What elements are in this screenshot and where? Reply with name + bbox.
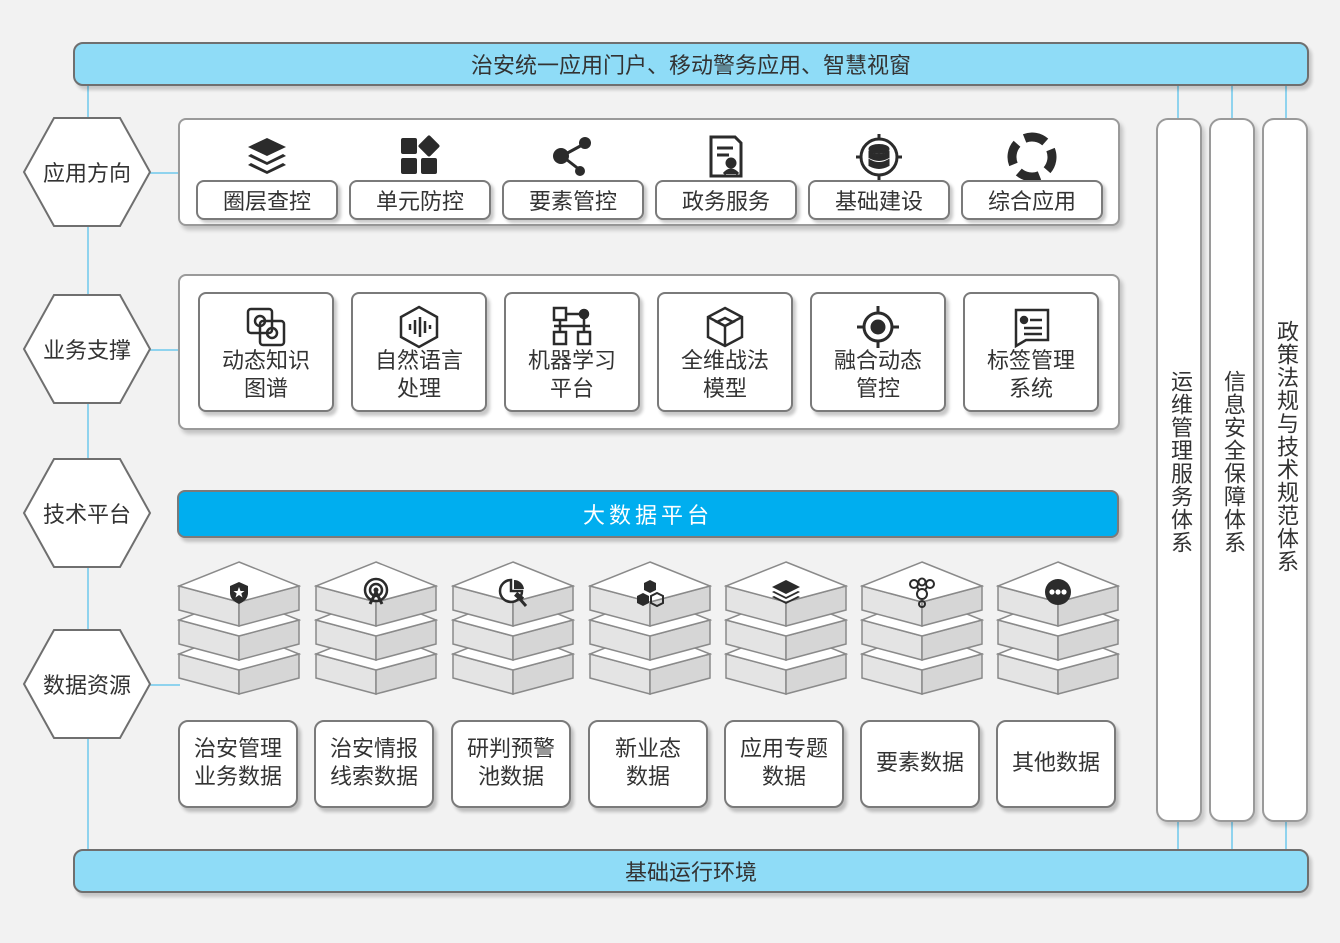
database-target-icon	[854, 132, 904, 182]
app-item-gov-service[interactable]: 政务服务	[655, 124, 797, 224]
data-stack-graphic	[176, 561, 302, 695]
data-stack-graphic	[313, 561, 439, 695]
business-support-panel: 动态知识 图谱 自然语言 处理 机器学习 平台 全维战法 模型 融合动态 管控 …	[178, 274, 1120, 430]
support-label: 融合动态 管控	[833, 349, 922, 402]
data-card-element[interactable]: 要素数据	[860, 720, 980, 808]
data-card-warning-pool[interactable]: 研判预警 池数据	[451, 720, 571, 808]
side-column-ops: 运维管理服务体系	[1156, 118, 1202, 822]
support-label: 标签管理 系统	[986, 349, 1075, 402]
hex-tech-platform: 技术平台	[22, 457, 152, 569]
app-label: 单元防控	[349, 180, 491, 220]
support-card-tactics-model[interactable]: 全维战法 模型	[657, 292, 793, 412]
nodes-icon	[548, 132, 598, 182]
stack-layer	[313, 561, 439, 627]
data-card-topic[interactable]: 应用专题 数据	[724, 720, 844, 808]
voice-wave-icon	[396, 304, 442, 350]
app-direction-panel: 圈层查控 单元防控 要素管控 政务服务 基础建设 综合应用	[178, 118, 1120, 226]
support-card-knowledge-graph[interactable]: 动态知识 图谱	[198, 292, 334, 412]
side-column-policy: 政策法规与技术规范体系	[1262, 118, 1308, 822]
app-item-circle-control[interactable]: 圈层查控	[196, 124, 338, 224]
stack-icon	[772, 580, 800, 604]
app-item-integrated-app[interactable]: 综合应用	[961, 124, 1103, 224]
lifebuoy-icon	[1007, 132, 1057, 182]
data-stack	[176, 560, 302, 710]
side-column-ops-label: 运维管理服务体系	[1167, 370, 1192, 554]
hex-link-data	[150, 684, 180, 686]
grid-blocks-icon	[395, 132, 445, 182]
hex-link-app	[150, 172, 180, 174]
molecule-icon	[909, 577, 935, 608]
data-card-public-security[interactable]: 治安管理 业务数据	[178, 720, 298, 808]
data-stack-graphic	[450, 561, 576, 695]
app-label: 政务服务	[655, 180, 797, 220]
hex-tech-label: 技术平台	[42, 503, 131, 528]
data-stack-graphic	[995, 561, 1121, 695]
tag-list-icon	[1008, 304, 1054, 350]
document-person-icon	[701, 132, 751, 182]
stack-layer	[450, 561, 576, 627]
side-column-policy-label: 政策法规与技术规范体系	[1273, 320, 1298, 573]
data-stack	[995, 560, 1121, 710]
app-label: 圈层查控	[196, 180, 338, 220]
data-stack	[450, 560, 576, 710]
pie-hammer-icon	[498, 578, 528, 607]
knowledge-graph-icon	[243, 304, 289, 350]
data-stack-graphic	[723, 561, 849, 695]
app-label: 要素管控	[502, 180, 644, 220]
hex-business-support: 业务支撑	[22, 293, 152, 405]
hex-link-support	[150, 349, 180, 351]
hex-app-label: 应用方向	[42, 162, 131, 187]
shield-star-icon	[230, 582, 248, 604]
side-column-security: 信息安全保障体系	[1209, 118, 1255, 822]
support-card-ml-platform[interactable]: 机器学习 平台	[504, 292, 640, 412]
app-item-infrastructure[interactable]: 基础建设	[808, 124, 950, 224]
side-column-security-label: 信息安全保障体系	[1220, 370, 1245, 554]
hex-data-label: 数据资源	[42, 674, 131, 699]
app-item-unit-control[interactable]: 单元防控	[349, 124, 491, 224]
hex-data-resource: 数据资源	[22, 628, 152, 740]
hexagons-icon	[637, 580, 664, 608]
crosshair-icon	[855, 304, 901, 350]
cube-icon	[702, 304, 748, 350]
data-card-other[interactable]: 其他数据	[996, 720, 1116, 808]
data-stack-graphic	[859, 561, 985, 695]
bottom-runtime-bar: 基础运行环境	[73, 849, 1309, 893]
support-label: 机器学习 平台	[527, 349, 616, 402]
app-label: 基础建设	[808, 180, 950, 220]
data-stack	[313, 560, 439, 710]
data-stack	[859, 560, 985, 710]
data-card-new-business[interactable]: 新业态 数据	[588, 720, 708, 808]
hex-app-direction: 应用方向	[22, 116, 152, 228]
data-stack	[723, 560, 849, 710]
signal-icon	[363, 577, 389, 605]
layers-icon	[242, 132, 292, 182]
big-data-platform-bar: 大数据平台	[177, 490, 1119, 538]
workflow-icon	[549, 304, 595, 350]
more-dots-icon	[1045, 579, 1071, 605]
app-item-element-control[interactable]: 要素管控	[502, 124, 644, 224]
support-card-nlp[interactable]: 自然语言 处理	[351, 292, 487, 412]
data-stack-graphic	[587, 561, 713, 695]
top-portal-bar: 治安统一应用门户、移动警务应用、智慧视窗	[73, 42, 1309, 86]
support-label: 自然语言 处理	[374, 349, 463, 402]
support-card-dynamic-control[interactable]: 融合动态 管控	[810, 292, 946, 412]
hex-support-label: 业务支撑	[42, 339, 131, 364]
support-label: 全维战法 模型	[680, 349, 769, 402]
app-label: 综合应用	[961, 180, 1103, 220]
data-card-intelligence[interactable]: 治安情报 线索数据	[314, 720, 434, 808]
support-card-tag-system[interactable]: 标签管理 系统	[963, 292, 1099, 412]
support-label: 动态知识 图谱	[221, 349, 310, 402]
data-stack	[587, 560, 713, 710]
